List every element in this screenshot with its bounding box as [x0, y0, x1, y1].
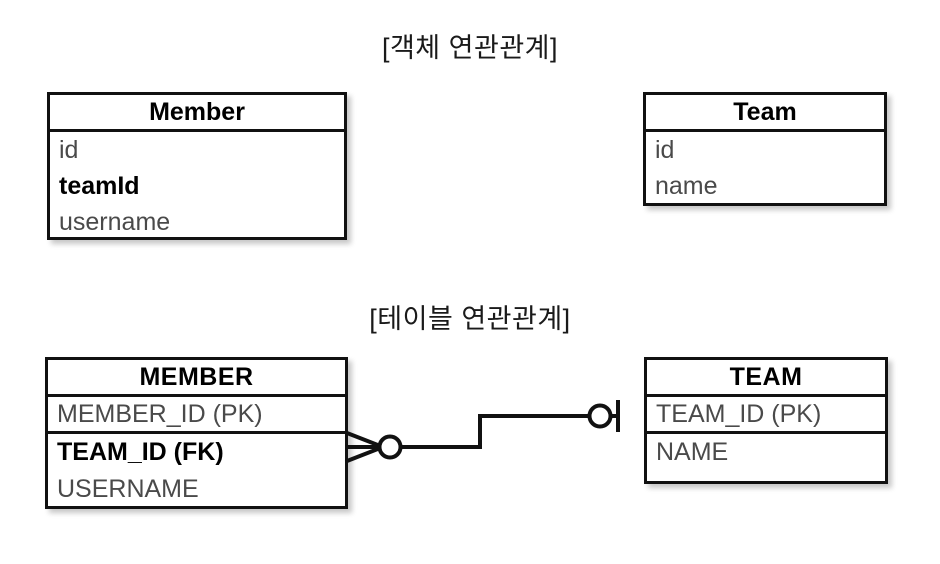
- entity-box-member-table: MEMBER MEMBER_ID (PK) TEAM_ID (FK) USERN…: [45, 357, 348, 509]
- attribute-team-id: id: [655, 135, 675, 164]
- attribute-member-teamid: teamId: [59, 171, 140, 200]
- entity-header-team-table: TEAM: [647, 360, 885, 397]
- section-title-table-association: [테이블 연관관계]: [369, 304, 571, 334]
- attribute-team-table-name: NAME: [656, 438, 729, 466]
- entity-header-member-table: MEMBER: [48, 360, 345, 397]
- zero-circle-icon-team: [587, 403, 613, 429]
- entity-box-member: Member id teamId username: [47, 92, 347, 240]
- relationship-line: [395, 414, 617, 449]
- entity-body-member: id teamId username: [50, 132, 344, 240]
- entity-box-team-table: TEAM TEAM_ID (PK) NAME: [644, 357, 888, 484]
- entity-body-team-table: TEAM_ID (PK) NAME: [647, 397, 885, 471]
- entity-header-team: Team: [646, 95, 884, 132]
- attribute-member-table-username: USERNAME: [57, 475, 199, 503]
- attribute-member-table-team-id: TEAM_ID (FK): [57, 438, 224, 466]
- crow-foot-icon: [345, 431, 385, 463]
- attribute-member-table-member-id: MEMBER_ID (PK): [48, 397, 345, 434]
- section-title-object-association: [객체 연관관계]: [381, 33, 559, 63]
- entity-body-member-table: MEMBER_ID (PK) TEAM_ID (FK) USERNAME: [48, 397, 345, 508]
- entity-header-member: Member: [50, 95, 344, 132]
- entity-body-team: id name: [646, 132, 884, 204]
- attribute-team-table-team-id: TEAM_ID (PK): [647, 397, 885, 434]
- zero-circle-icon: [377, 434, 403, 460]
- attribute-team-name: name: [655, 171, 718, 200]
- entity-box-team: Team id name: [643, 92, 887, 206]
- attribute-member-username: username: [59, 207, 171, 236]
- attribute-member-id: id: [59, 135, 79, 164]
